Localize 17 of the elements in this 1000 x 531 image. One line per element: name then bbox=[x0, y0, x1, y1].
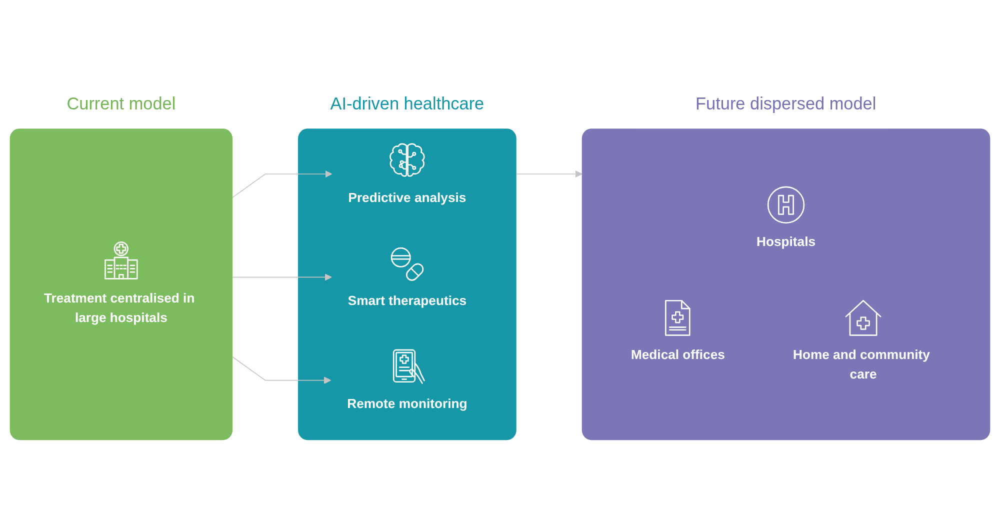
arrow bbox=[232, 356, 332, 384]
node-text: Predictive analysis bbox=[348, 191, 466, 206]
cluster bbox=[582, 128, 990, 440]
cluster bbox=[298, 128, 516, 440]
arrow bbox=[516, 170, 582, 178]
node-label: Smart therapeutics bbox=[348, 294, 467, 308]
arrow bbox=[232, 170, 332, 198]
node-label: Medical offices bbox=[630, 348, 725, 362]
node-label: Treatment centralised in large hospitals bbox=[44, 292, 195, 326]
arrow bbox=[232, 274, 332, 281]
node-label: Current model bbox=[66, 94, 176, 114]
node-label: Hospitals bbox=[756, 235, 816, 250]
node-label: Home and community care bbox=[793, 348, 930, 382]
node-label: Future dispersed model bbox=[696, 94, 876, 114]
node-text: Remote monitoring bbox=[347, 398, 468, 412]
cluster bbox=[10, 128, 233, 440]
node-label: AI-driven healthcare bbox=[330, 94, 484, 114]
